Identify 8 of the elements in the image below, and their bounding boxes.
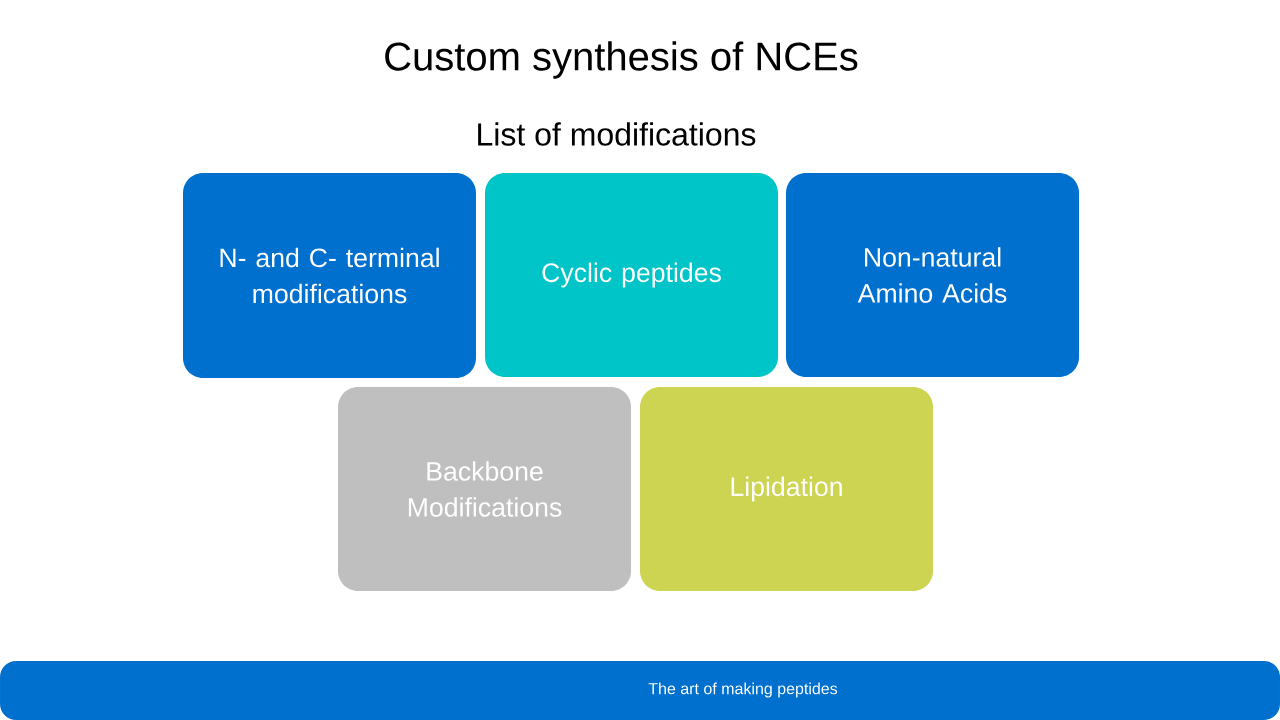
modification-box: Non-natural Amino Acids xyxy=(786,173,1079,377)
footer-bar: The art of making peptides xyxy=(0,661,1280,720)
modification-box: Lipidation xyxy=(640,387,933,591)
modification-box: Cyclic peptides xyxy=(485,173,778,377)
subtitle: List of modifications xyxy=(478,122,756,146)
modification-box: N- and C- terminal modifications xyxy=(183,173,476,378)
slide-title: Custom synthesis of NCEs xyxy=(385,41,858,79)
modification-box: Backbone Modifications xyxy=(338,387,631,591)
